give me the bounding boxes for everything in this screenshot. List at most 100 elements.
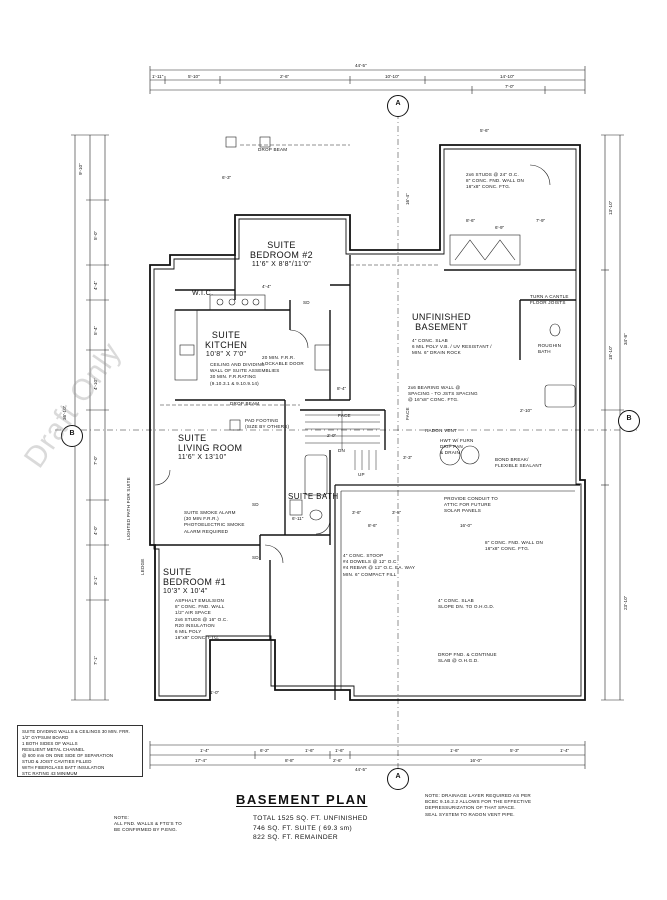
dim-top: 2'-6" xyxy=(280,74,290,79)
dim-top: 5'-10" xyxy=(188,74,200,79)
dim-left: 5'-0" xyxy=(93,230,98,240)
room-size: 10'8" X 7'0" xyxy=(205,350,247,358)
note-smoke-alarm: SUITE SMOKE ALARM(30 MIN F.R.R.) PHOTOEL… xyxy=(184,510,245,534)
dim-inner: 3'-5" xyxy=(392,510,402,515)
dim-inner: 3'-6" xyxy=(352,510,362,515)
dim-inner: 6'-9" xyxy=(495,225,505,230)
room-size: 10'3" X 10'4" xyxy=(163,587,208,595)
area-totals: TOTAL 1525 SQ. FT. UNFINISHED 746 SQ. FT… xyxy=(253,815,368,842)
dim-right: 23'-10" xyxy=(623,595,628,610)
room-name: SUITE xyxy=(211,330,241,340)
note-sd-3: SD xyxy=(252,555,259,560)
dim-bottom: 2'-6" xyxy=(333,758,343,763)
dim-bottom: 8'-8" xyxy=(285,758,295,763)
dim-inner: 4'-4" xyxy=(262,284,272,289)
room-name: KITCHEN xyxy=(205,340,248,351)
dim-overall-top: 44'-5" xyxy=(355,63,367,68)
note-sd-1: SD xyxy=(303,300,310,305)
room-name: BEDROOM #2 xyxy=(250,250,314,261)
legend-line: SUITE DIVIDING WALLS & CEILINGS 30 MIN. … xyxy=(22,729,130,734)
dim-bottom-2: 5'-3" xyxy=(510,748,520,753)
room-label-bedroom1: SUITE BEDROOM #1 10'3" X 10'4" xyxy=(163,567,226,596)
dim-top-2: 7'-0" xyxy=(505,84,515,89)
dim-left: 3'-1" xyxy=(93,575,98,585)
dim-left: 4'-0" xyxy=(93,525,98,535)
dim-right: 18'-10" xyxy=(608,345,613,360)
section-marker-left: B xyxy=(61,425,83,447)
dim-inner: 3'-3" xyxy=(403,455,413,460)
note-pad-footing: PAD FOOTING(SIZE BY OTHERS) xyxy=(245,418,290,430)
note-bearing-wall: 2x6 BEARING WALL @SPACING - TO JSTS SPAC… xyxy=(408,385,478,403)
note-face: FACE xyxy=(338,413,351,418)
legend-line: @ 600 mm ON ONE SIDE OF SEPARATION xyxy=(22,752,114,758)
dim-right: 34'-8" xyxy=(623,333,628,345)
legend-line: RESILIENT METAL CHANNEL xyxy=(22,746,85,752)
section-marker-label: B xyxy=(626,415,632,422)
dim-inner: 16'-0" xyxy=(460,523,472,528)
room-label-kitchen: SUITE KITCHEN 10'8" X 7'0" xyxy=(205,330,247,359)
dim-bottom: 17'-4" xyxy=(195,758,207,763)
room-size: 11'6" X 8'8"/11'0" xyxy=(251,260,312,268)
room-label-bedroom2: SUITE BEDROOM #2 11'6" X 8'8"/11'0" xyxy=(250,240,313,269)
note-radon-vent: RADON VENT xyxy=(425,428,458,433)
dim-inner: 7'-9" xyxy=(536,218,546,223)
note-drop-beam-top: DROP BEAM xyxy=(258,147,288,152)
note-ledge: LEDGE xyxy=(140,558,145,575)
plan-title: BASEMENT PLAN xyxy=(236,792,368,807)
room-label-unfinished: UNFINISHED BASEMENT xyxy=(412,312,471,333)
suite-wall-legend: SUITE DIVIDING WALLS & CEILINGS 30 MIN. … xyxy=(17,725,143,777)
note-dn: DN xyxy=(338,448,346,453)
section-marker-bottom: A xyxy=(387,768,409,790)
note-up: UP xyxy=(358,472,365,477)
dim-bottom: 16'-0" xyxy=(470,758,482,763)
room-name: BASEMENT xyxy=(415,322,468,333)
dim-left: 7'-0" xyxy=(93,455,98,465)
dim-bottom-2: 1'-6" xyxy=(335,748,345,753)
dim-left: 9'-10" xyxy=(78,163,83,175)
room-name: LIVING ROOM xyxy=(178,443,243,454)
note-studs-top: 2x6 STUDS @ 24" O.C.8" CONC. FND. WALL O… xyxy=(466,172,525,190)
dim-inner: 8'-6" xyxy=(368,523,378,528)
room-name: SUITE xyxy=(178,433,207,443)
room-label-living: SUITE LIVING ROOM 11'6" X 13'10" xyxy=(178,433,242,462)
dim-top: 10'-10" xyxy=(385,74,400,79)
dim-right: 13'-10" xyxy=(608,200,613,215)
dim-top-2: 5'-6" xyxy=(480,128,490,133)
section-marker-top: A xyxy=(387,95,409,117)
section-marker-label: A xyxy=(395,773,401,780)
dim-top: 1'-11" xyxy=(152,74,164,79)
room-size: 11'6" X 13'10" xyxy=(178,453,227,461)
note-bond-break: BOND BREAK/FLEXIBLE SEALANT xyxy=(495,457,542,469)
room-label-suite-bath: SUITE BATH xyxy=(288,492,339,501)
dim-bottom-2: 1'-4" xyxy=(200,748,210,753)
dim-left: 4'-4" xyxy=(93,280,98,290)
dim-inner: 6'-11" xyxy=(292,516,304,521)
room-name: SUITE xyxy=(163,567,192,577)
dim-bottom-2: 1'-4" xyxy=(560,748,570,753)
legend-line: STC RATING 43 MINIMUM xyxy=(22,770,78,776)
legend-line: 1 BOTH SIDES OF WALLS xyxy=(22,740,78,746)
note-lighted-path: LIGHTED PATH FOR SUITE xyxy=(126,477,131,540)
dim-left: 5'-4" xyxy=(93,325,98,335)
note-face-2: FACE xyxy=(405,407,410,420)
section-marker-label: B xyxy=(69,430,75,437)
section-marker-label: A xyxy=(395,100,401,107)
dim-inner: 16'-4" xyxy=(405,193,410,205)
room-label-wic: W.I.C. xyxy=(192,290,214,297)
dim-inner: 8'-6" xyxy=(466,218,476,223)
dim-inner: 1'-0" xyxy=(210,690,220,695)
legend-line: STUD & JOIST CAVITIES FILLED xyxy=(22,758,92,764)
note-lockable-door: 20 MIN. F.R.R.LOCKABLE DOOR xyxy=(262,355,304,367)
dim-inner: 2'-10" xyxy=(520,408,532,413)
